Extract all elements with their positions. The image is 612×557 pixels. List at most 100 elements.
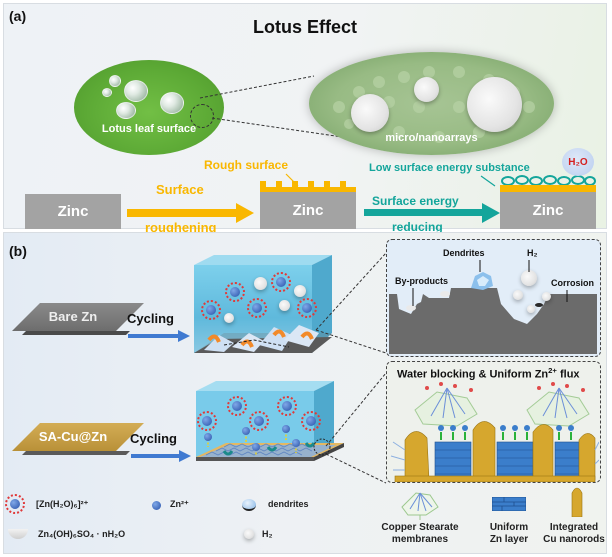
- bare-zn-label: Bare Zn: [48, 309, 98, 324]
- inset-bottom-title: Water blocking & Uniform Zn2+ flux: [397, 366, 580, 381]
- air-bubble: [351, 94, 389, 132]
- legend-byproduct: Zn₄(OH)₆SO₄ · nH₂O: [38, 529, 126, 539]
- legend-membrane-icon: [401, 492, 439, 520]
- legend-dendrite-icon: [242, 499, 256, 511]
- rough-zinc: Zinc: [260, 181, 356, 229]
- legend-byproduct-icon: [8, 529, 28, 539]
- water-droplet: [160, 92, 184, 114]
- zn-ion: [242, 427, 250, 435]
- h2-bubble: [513, 290, 523, 300]
- legend-zn-layer-line1: Uniform: [489, 522, 529, 533]
- legend-h2: H₂: [262, 529, 273, 539]
- legend-membrane: Copper Stearate membranes: [378, 522, 462, 546]
- protection-illustration: [390, 382, 599, 482]
- hydrated-zn-ion: [227, 396, 247, 416]
- h2-bubble: [521, 270, 537, 286]
- legend-h2-icon: [244, 529, 254, 539]
- legend-zn-layer-icon: [492, 497, 526, 511]
- bare-zn-plate: Bare Zn: [12, 303, 144, 337]
- zn-ion: [282, 425, 290, 433]
- coated-zinc: Zinc: [500, 174, 596, 229]
- air-bubble: [467, 77, 522, 132]
- dendrite-debris: [204, 325, 319, 352]
- bare-zn-cell: [194, 255, 334, 373]
- dendrites-label: Dendrites: [443, 248, 485, 258]
- hydrated-zn-ion: [201, 300, 221, 320]
- legend-membrane-line2: membranes: [391, 534, 449, 545]
- hydrated-zn-ion: [271, 272, 291, 292]
- cycling-label-bare: Cycling: [127, 311, 174, 326]
- legend-nanorods-line1: Integrated: [549, 522, 599, 533]
- nanoarray-image: micro/nanoarrays: [309, 52, 554, 155]
- legend-zn-layer: Uniform Zn layer: [478, 522, 540, 546]
- label-pointers: [412, 260, 568, 306]
- leaf-caption: Lotus leaf surface: [101, 123, 197, 135]
- step1-label-line1: Surface: [156, 182, 204, 197]
- title-superscript: 2+: [548, 366, 557, 375]
- zn-ion: [292, 439, 300, 447]
- roughening-arrow-head: [236, 203, 254, 223]
- failure-mechanism-inset: Dendrites H₂ By-products Corrosion: [386, 239, 601, 357]
- panel-a-label: (a): [9, 8, 27, 24]
- cycling-label-coated: Cycling: [130, 431, 177, 446]
- legend-dendrites: dendrites: [268, 499, 309, 509]
- step2-label-line1: Surface energy: [372, 194, 459, 208]
- zoom-circle: [190, 104, 214, 128]
- cycling-arrow-head: [178, 330, 190, 342]
- annotation-pointer: [480, 175, 496, 187]
- panel-a: (a) Lotus Effect Lotus leaf surface: [3, 3, 607, 235]
- zoom-connector-lines: [199, 75, 357, 140]
- panel-b-label: (b): [9, 243, 27, 259]
- water-droplet: [102, 88, 112, 97]
- air-bubble: [414, 77, 439, 102]
- zinc-block-coated: Zinc: [500, 192, 596, 229]
- h2-bubble: [294, 285, 306, 297]
- corrosion-label: Corrosion: [551, 278, 595, 288]
- roughening-arrow: [127, 209, 239, 217]
- zinc-block-plain: Zinc: [25, 194, 121, 229]
- rough-surface-annotation: Rough surface: [204, 158, 289, 172]
- dendrite-crystal: [471, 272, 493, 290]
- zn-ion: [204, 433, 212, 441]
- hydrated-zn-ion: [297, 298, 317, 318]
- sa-cu-zn-plate: SA-Cu@Zn: [12, 423, 144, 457]
- h2-bubble: [254, 277, 267, 290]
- h2-bubble: [542, 292, 551, 301]
- hydrated-zn-ion: [301, 411, 321, 431]
- h2-label: H₂: [527, 248, 538, 258]
- corroded-zinc-surface: [389, 288, 597, 354]
- hydrated-zn-ion: [277, 396, 297, 416]
- hydrated-zn-ion: [225, 282, 245, 302]
- title-prefix: Water blocking & Uniform Zn: [397, 368, 549, 381]
- lotus-effect-title: Lotus Effect: [252, 17, 357, 37]
- legend-zn-ion-icon: [152, 501, 161, 510]
- step2-label-line2: reducing: [392, 220, 443, 234]
- byproducts-label: By-products: [395, 276, 449, 286]
- legend-zn-layer-line2: Zn layer: [489, 534, 529, 545]
- energy-arrow-head: [482, 203, 500, 223]
- step1-label-line2: roughening: [145, 220, 217, 235]
- legend-nanorods: Integrated Cu nanorods: [538, 522, 610, 546]
- legend-hydrated-ion: [Zn(H₂O)₆]²⁺: [36, 499, 89, 509]
- water-droplet: [124, 80, 148, 102]
- inset-connector-lines: [315, 252, 387, 484]
- sa-cu-zn-cell: [196, 381, 346, 499]
- zn-ion: [252, 443, 260, 451]
- water-droplet: [109, 75, 121, 87]
- water-droplet: [116, 102, 136, 119]
- low-energy-annotation: Low surface energy substance: [369, 162, 530, 174]
- nano-caption: micro/nanoarrays: [385, 132, 478, 144]
- cycling-arrow-head: [179, 450, 191, 462]
- hydrated-zn-ion: [249, 411, 269, 431]
- legend-hydrated-ion-icon: [5, 494, 25, 514]
- panel-b: (b) Bare Zn Cycling: [3, 232, 607, 554]
- cycling-arrow-bare: [128, 334, 180, 338]
- legend-nanorods-line2: Cu nanorods: [543, 534, 605, 545]
- legend-membrane-line1: Copper Stearate: [381, 522, 459, 533]
- hydrated-zn-ion: [197, 411, 217, 431]
- sa-cu-zn-label: SA-Cu@Zn: [38, 429, 108, 444]
- water-bubble: H₂O: [562, 148, 594, 176]
- cycling-arrow-coated: [131, 454, 181, 458]
- energy-arrow: [364, 209, 484, 216]
- h2-bubble: [527, 305, 535, 313]
